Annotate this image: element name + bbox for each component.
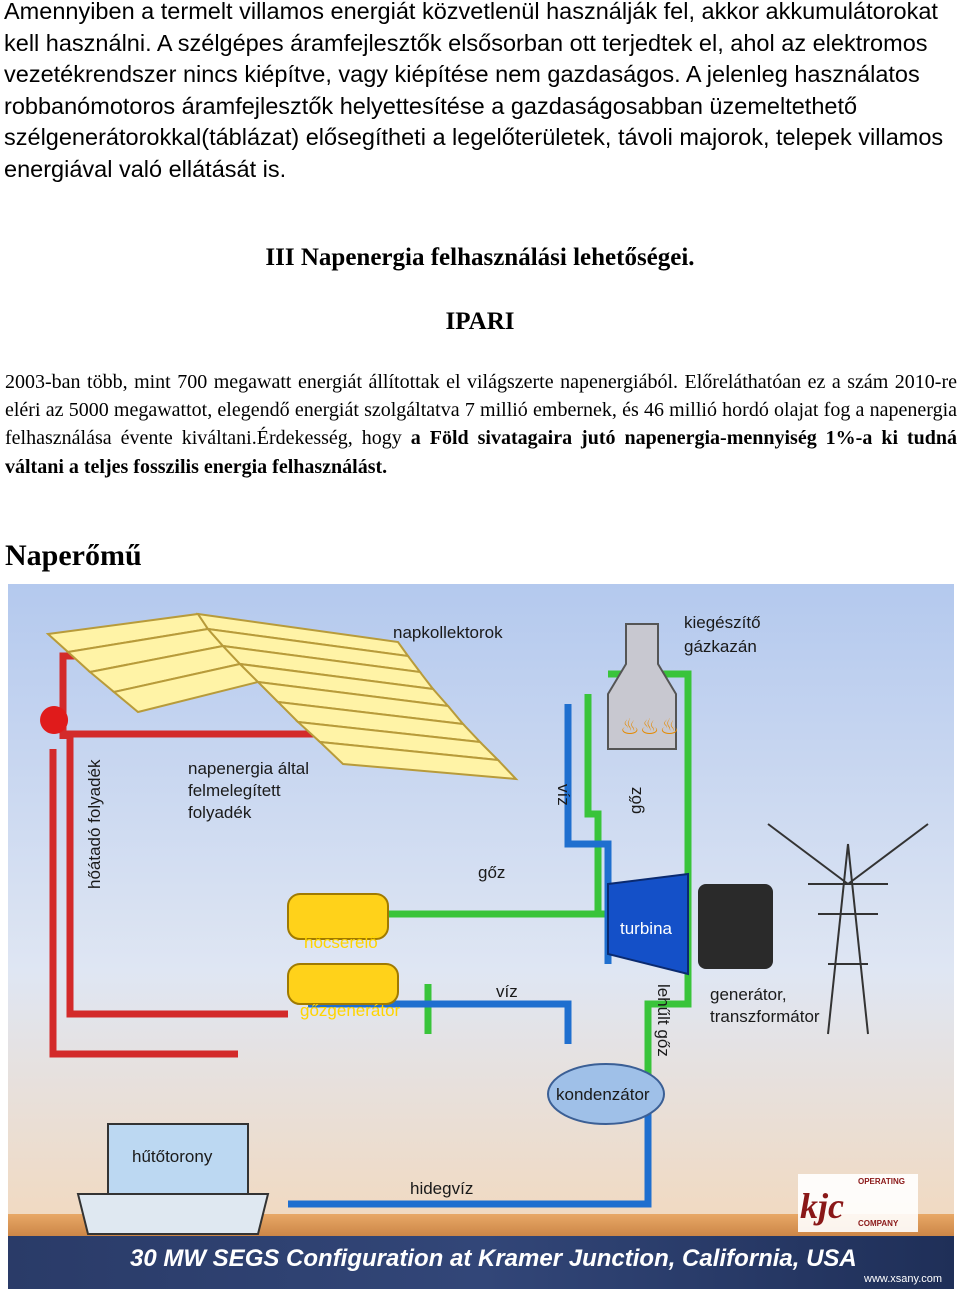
- body-bold-text: a Föld sivatagaira jutó napenergia-menny…: [5, 427, 958, 478]
- heat-exchanger: [287, 893, 389, 940]
- label-turbina: turbina: [620, 919, 673, 938]
- label-kondenzator: kondenzátor: [556, 1085, 650, 1104]
- cooling-tower-base: [76, 1193, 270, 1235]
- label-napenergia-2: felmelegített: [188, 781, 281, 800]
- body-plain-text: 2003-ban több, mint 700 megawatt energiá…: [5, 371, 957, 450]
- diagram-svg: ♨♨♨ napkollektorok kiegészítő gázkazán n…: [8, 584, 954, 1289]
- label-hocserelo: hőcserélő: [304, 933, 378, 952]
- gas-boiler: ♨♨♨: [607, 623, 679, 750]
- label-napenergia-3: folyadék: [188, 803, 252, 822]
- solar-plant-diagram: ♨♨♨ napkollektorok kiegészítő gázkazán n…: [8, 584, 954, 1289]
- label-kiegeszito-2: gázkazán: [684, 637, 757, 656]
- cooling-tower-shape: [107, 1123, 249, 1195]
- label-viz-top: víz: [554, 784, 573, 806]
- label-generator-1: generátor,: [710, 985, 787, 1004]
- logo-bottom: COMPANY: [858, 1219, 899, 1228]
- section-title: III Napenergia felhasználási lehetőségei…: [265, 244, 695, 271]
- label-generator-2: transzformátor: [710, 1007, 820, 1026]
- logo-top: OPERATING: [858, 1177, 905, 1186]
- turbine-shape: [607, 872, 689, 976]
- caption-band: [8, 1236, 954, 1289]
- body-text: 2003-ban több, mint 700 megawatt energiá…: [5, 368, 957, 481]
- steam-generator-unit: [287, 963, 399, 1005]
- label-lehult-goz: lehűlt gőz: [654, 984, 673, 1057]
- power-pylon: [767, 823, 929, 1035]
- solar-collectors: [45, 612, 519, 781]
- label-napenergia-1: napenergia által: [188, 759, 309, 778]
- label-viz-mid: víz: [496, 982, 518, 1001]
- label-hoatado: hőátadó folyadék: [85, 759, 104, 889]
- label-napkollektorok: napkollektorok: [393, 623, 503, 642]
- intro-text: Amennyiben a termelt villamos energiát k…: [4, 0, 944, 182]
- section-subtitle: IPARI: [445, 308, 515, 335]
- condenser-shape: [547, 1063, 665, 1125]
- label-hidegviz: hidegvíz: [410, 1179, 473, 1198]
- body-paragraph: 2003-ban több, mint 700 megawatt energiá…: [5, 368, 957, 481]
- red-tank: [40, 706, 69, 734]
- naperomu-heading: Naperőmű: [5, 539, 142, 572]
- label-gozgenerator: gőzgenerátor: [300, 1001, 401, 1020]
- label-goz-top: gőz: [626, 787, 645, 814]
- label-goz-mid: gőz: [478, 863, 505, 882]
- label-kiegeszito-1: kiegészítő: [684, 613, 761, 632]
- generator-block: [698, 884, 773, 969]
- svg-text:♨♨♨: ♨♨♨: [620, 714, 679, 739]
- label-hutotorony: hűtőtorony: [132, 1147, 213, 1166]
- intro-paragraph: Amennyiben a termelt villamos energiát k…: [4, 0, 956, 185]
- diagram-caption: 30 MW SEGS Configuration at Kramer Junct…: [130, 1245, 857, 1272]
- logo-letters: kjc: [800, 1186, 844, 1226]
- kjc-logo: kjc OPERATING COMPANY: [798, 1174, 918, 1232]
- website-text: www.xsany.com: [863, 1273, 942, 1285]
